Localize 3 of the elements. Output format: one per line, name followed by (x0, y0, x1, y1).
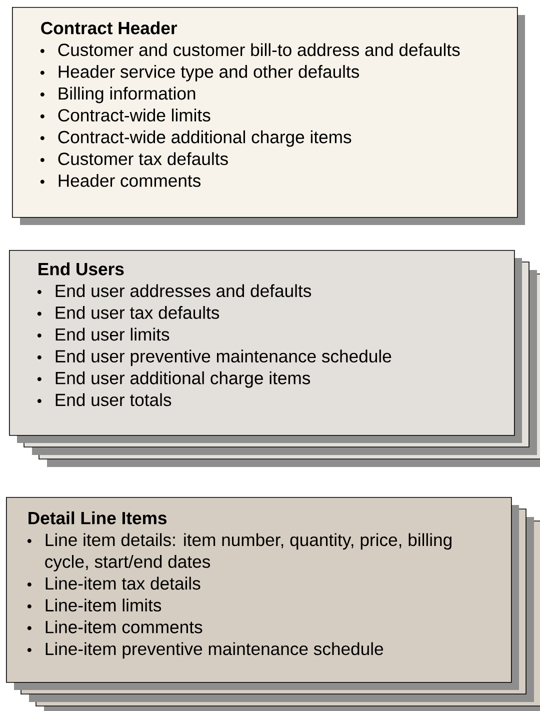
text-box: End Users End user addresses and defaults End user tax defaults End user limits End user preventive maintenance schedule End user additional charge items End user totals (9, 250, 515, 436)
text-box: Contract Header Customer and customer bill-to address and defaults Header service type and other defaults Billing information Contract-wide limits Contract-wide additional charge items Customer tax defaults Header comments (12, 7, 518, 218)
text-box: Detail Line Items Line item details: item number, quantity, price, billing cycle, start/end dates Line-item tax details Line-item limits Line-item comments Line-item preventive maintenance schedule (6, 497, 512, 683)
